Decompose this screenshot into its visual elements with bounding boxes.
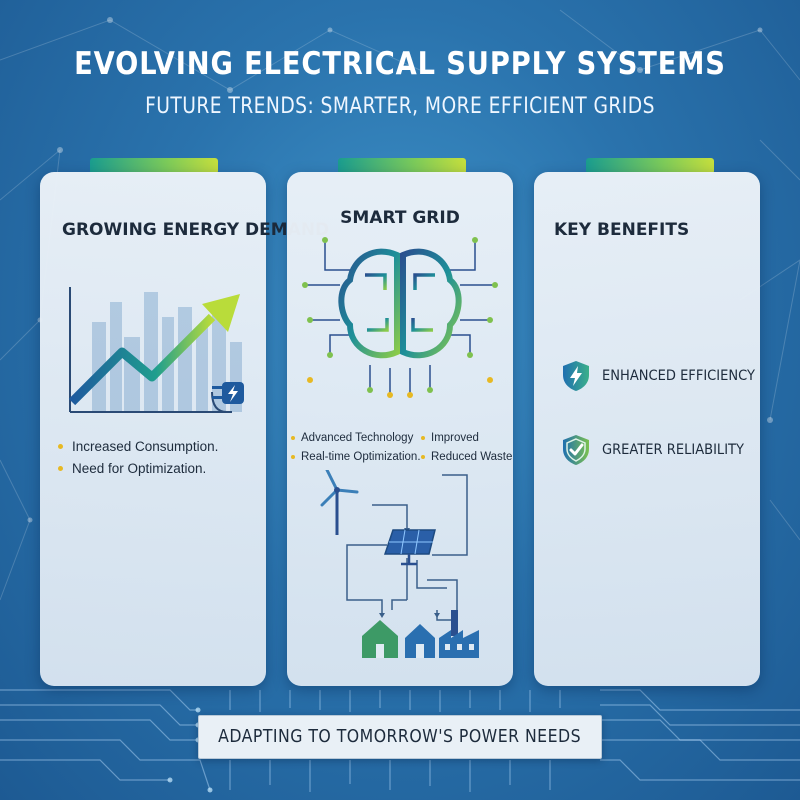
list-item: Improved [421,429,512,448]
rising-demand-chart-with-plug-icon [68,287,244,413]
lightning-shield-icon [563,361,589,391]
benefit-item: GREATER RELIABILITY [562,434,760,466]
factory-icon [439,610,479,658]
bullet-list-left: Advanced Technology Real-time Optimizati… [291,429,421,467]
bullet-dot [58,466,63,471]
list-item: Real-time Optimization. [291,448,421,467]
check-shield-icon [563,435,589,465]
footer-label: ADAPTING TO TOMORROW'S POWER NEEDS [218,727,582,747]
card-title: SMART GRID [340,208,460,228]
list-item: Advanced Technology [291,429,421,448]
solar-panel-icon [383,529,436,566]
card-accent-tab [90,158,218,174]
list-item: Need for Optimization. [58,458,218,480]
bullet-dot [291,436,295,440]
bullet-list: Increased Consumption. Need for Optimiza… [58,436,218,480]
wind-turbine-icon [320,470,359,535]
page-subtitle: FUTURE TRENDS: SMARTER, MORE EFFICIENT G… [145,94,655,119]
benefit-item: ENHANCED EFFICIENCY [562,360,772,392]
card-key-benefits: KEY BENEFITS ENHANCED EFFICIENCY GREATER… [534,172,760,686]
energy-network-diagram [320,470,479,658]
page-title: EVOLVING ELECTRICAL SUPPLY SYSTEMS [74,46,726,82]
benefit-label: ENHANCED EFFICIENCY [602,368,755,384]
house-icon [362,620,398,658]
benefit-label: GREATER RELIABILITY [602,442,745,458]
house-icon [405,624,435,658]
circuit-brain-icon [302,237,498,398]
list-item: Reduced Waste [421,448,512,467]
bullet-dot [421,436,425,440]
list-item: Increased Consumption. [58,436,218,458]
card-accent-tab [586,158,714,174]
card-growing-energy-demand: GROWING ENERGY DEMAND Increased Consumpt… [40,172,329,686]
footer-banner: ADAPTING TO TOMORROW'S POWER NEEDS [198,715,602,759]
bullet-dot [58,444,63,449]
bullet-dot [291,455,295,459]
card-accent-tab [338,158,466,174]
bullet-list-right: Improved Reduced Waste [421,429,512,467]
card-smart-grid: SMART GRID Advanced Technology Real-time… [287,172,513,686]
card-title: GROWING ENERGY DEMAND [62,220,330,240]
bullet-dot [421,455,425,459]
card-title: KEY BENEFITS [554,220,690,240]
